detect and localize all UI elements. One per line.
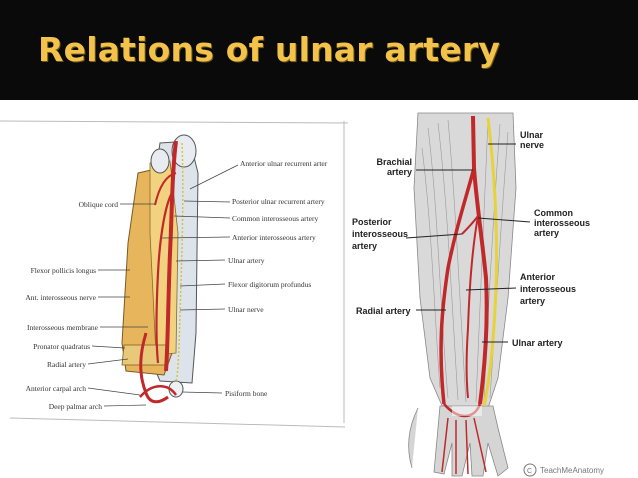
label-pisiform-bone: Pisiform bone xyxy=(225,389,268,398)
label-interosseous-membrane: Interosseous membrane xyxy=(27,323,99,332)
label-radial-artery: Radial artery xyxy=(47,360,86,369)
svg-text:C: C xyxy=(527,468,532,475)
radial-artery-path xyxy=(439,167,476,405)
digital-arteries xyxy=(441,417,487,475)
pronator-quadratus-shape xyxy=(121,344,169,366)
forearm-illustration xyxy=(121,134,199,404)
left-leaders-left xyxy=(87,203,155,407)
copyright-mark: C TeachMeAnatomy xyxy=(523,463,604,477)
label-ulnar-artery: Ulnar artery xyxy=(512,338,563,348)
thumb-outline xyxy=(408,407,419,469)
label-ulnar-artery: Ulnar artery xyxy=(228,256,265,265)
label-anterior-interosseous-3: artery xyxy=(520,296,545,306)
label-common-interosseous-3: artery xyxy=(534,228,559,238)
label-anterior-ulnar-recurrent: Anterior ulnar recurrent arter xyxy=(240,159,328,168)
flexor-retinaculum-shape xyxy=(452,406,482,416)
label-brachial-artery-1: Brachial xyxy=(376,157,412,167)
slide-title: Relations of ulnar artery xyxy=(38,30,501,69)
label-ulnar-nerve-2: nerve xyxy=(520,140,544,150)
left-leaders-right xyxy=(161,164,239,394)
label-posterior-interosseous-2: interosseous xyxy=(352,229,408,239)
label-common-interosseous-2: interosseous xyxy=(534,218,590,228)
ulnar-artery-path xyxy=(471,115,489,405)
copyright-icon xyxy=(523,463,537,477)
anterior-interosseous-path xyxy=(465,215,479,399)
copyright-text: TeachMeAnatomy xyxy=(540,466,604,475)
left-diagram-svg: Anterior ulnar recurrent arter Posterior… xyxy=(0,120,348,428)
label-oblique-cord: Oblique cord xyxy=(79,200,119,209)
forearm-muscle-illustration xyxy=(408,112,517,477)
label-flexor-digitorum-profundus: Flexor digitorum profundus xyxy=(228,280,311,289)
label-deep-palmar-arch: Deep palmar arch xyxy=(49,402,103,411)
forearm-outline xyxy=(413,112,517,409)
label-ant-interosseous-nerve: Ant. interosseous nerve xyxy=(25,293,96,302)
label-anterior-interosseous-2: interosseous xyxy=(520,284,576,294)
ulnar-artery-path xyxy=(164,140,178,372)
label-ulnar-nerve-1: Ulnar xyxy=(520,130,544,140)
posterior-interosseous-path xyxy=(461,215,479,235)
label-brachial-artery-2: artery xyxy=(387,167,412,177)
hand-outline xyxy=(433,405,509,477)
radial-artery-path xyxy=(139,332,169,404)
title-bar: Relations of ulnar artery xyxy=(0,0,638,100)
label-posterior-ulnar-recurrent: Posterior ulnar recurrent artery xyxy=(232,197,325,206)
anterior-interosseous-path xyxy=(155,192,173,364)
ulna-head xyxy=(171,134,197,168)
label-flexor-pollicis-longus: Flexor pollicis longus xyxy=(31,266,96,275)
left-diagram: Anterior ulnar recurrent arter Posterior… xyxy=(0,113,348,429)
label-common-interosseous: Common interosseous artery xyxy=(232,214,318,223)
recurrent-branch-path xyxy=(154,172,177,206)
label-ulnar-nerve: Ulnar nerve xyxy=(228,305,264,314)
ulnar-nerve-path xyxy=(482,117,499,407)
label-posterior-interosseous-3: artery xyxy=(352,241,377,251)
right-diagram: Ulnar nerve Brachial artery Common inter… xyxy=(348,108,638,478)
page-edge-bottom xyxy=(9,417,346,428)
label-anterior-interosseous: Anterior interosseous artery xyxy=(232,233,316,242)
deep-palmar-arch-path xyxy=(139,385,178,398)
label-common-interosseous-1: Common xyxy=(534,208,573,218)
radius-head xyxy=(150,148,170,174)
label-radial-artery: Radial artery xyxy=(356,306,411,316)
label-pronator-quadratus: Pronator quadratus xyxy=(33,342,90,351)
right-diagram-svg: Ulnar nerve Brachial artery Common inter… xyxy=(352,112,604,477)
label-anterior-carpal-arch: Anterior carpal arch xyxy=(26,384,87,393)
page-edge-top xyxy=(0,120,348,124)
label-anterior-interosseous-1: Anterior xyxy=(520,272,556,282)
label-posterior-interosseous-1: Posterior xyxy=(352,217,392,227)
right-leaders xyxy=(405,143,531,343)
